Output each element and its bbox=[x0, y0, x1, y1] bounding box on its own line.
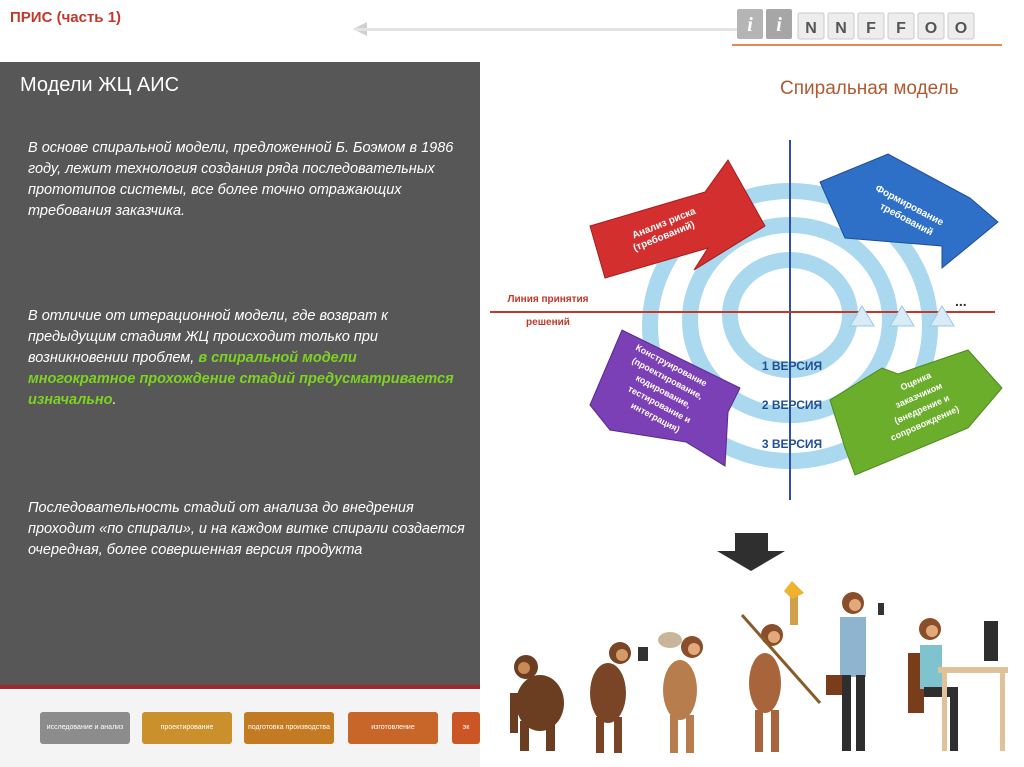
highlighted-text: в спиральной модели многократное прохожд… bbox=[28, 350, 454, 408]
paragraph-text: В отличие от итерационной модели, где во… bbox=[28, 308, 389, 366]
evaluation-arrow bbox=[829, 349, 1003, 476]
diagram-title: Спиральная модель bbox=[780, 78, 959, 99]
info-logo: i i N N F F O O bbox=[732, 9, 1002, 46]
accent-divider bbox=[0, 685, 480, 689]
paragraph-iteration-comparison: В отличие от итерационной модели, где во… bbox=[28, 306, 468, 411]
decision-label-1: Линия принятия bbox=[507, 294, 588, 305]
progress-arrows bbox=[849, 305, 955, 327]
down-arrow-icon bbox=[717, 533, 785, 571]
hunter-figure bbox=[740, 581, 822, 752]
stage-preparation: подготовка производства bbox=[244, 712, 334, 744]
decision-label-2: решений bbox=[526, 317, 570, 328]
logo-letter: O bbox=[925, 20, 937, 37]
caveman-figure bbox=[658, 632, 703, 753]
stage-operation: эк bbox=[452, 712, 480, 744]
slide-header-title: ПРИС (часть 1) bbox=[10, 9, 122, 26]
construction-arrow bbox=[589, 329, 741, 467]
header: ПРИС (часть 1) i i N N F F O O bbox=[0, 0, 1024, 58]
paragraph-spiral-basis: В основе спиральной модели, предложенной… bbox=[28, 140, 454, 219]
panel-title: Модели ЖЦ АИС bbox=[20, 74, 180, 96]
stage-manufacturing: изготовление bbox=[348, 712, 438, 744]
ape-figure bbox=[510, 655, 564, 751]
logo-letter: N bbox=[835, 20, 847, 37]
stages-strip: исследование и анализ проектирование под… bbox=[0, 690, 480, 767]
requirements-arrow bbox=[819, 153, 999, 270]
ellipsis-mark: ... bbox=[955, 293, 967, 309]
paragraph-spiral-sequence: Последовательность стадий от анализа до … bbox=[28, 500, 465, 558]
risk-analysis-arrow bbox=[589, 159, 766, 279]
businessman-figure bbox=[826, 592, 884, 751]
version-3-label: 3 ВЕРСИЯ bbox=[762, 437, 822, 451]
paragraph-text-end: . bbox=[112, 392, 117, 408]
logo-letter: N bbox=[805, 20, 817, 37]
version-2-label: 2 ВЕРСИЯ bbox=[762, 398, 822, 412]
stage-design: проектирование bbox=[142, 712, 232, 744]
header-divider bbox=[355, 28, 745, 31]
programmer-figure bbox=[908, 618, 1008, 751]
logo-letter: i bbox=[776, 14, 782, 36]
logo-letter: i bbox=[747, 14, 753, 36]
logo-letter: F bbox=[866, 20, 876, 37]
evolution-illustration bbox=[510, 533, 1008, 753]
logo-letter: O bbox=[955, 20, 967, 37]
version-1-label: 1 ВЕРСИЯ bbox=[762, 359, 822, 373]
stage-research: исследование и анализ bbox=[40, 712, 130, 744]
early-human-figure bbox=[590, 642, 648, 753]
spiral-model-diagram: Линия принятия решений ... Анализ риска … bbox=[490, 140, 1003, 500]
logo-letter: F bbox=[896, 20, 906, 37]
left-content-panel: Модели ЖЦ АИС В основе спиральной модели… bbox=[0, 62, 480, 686]
